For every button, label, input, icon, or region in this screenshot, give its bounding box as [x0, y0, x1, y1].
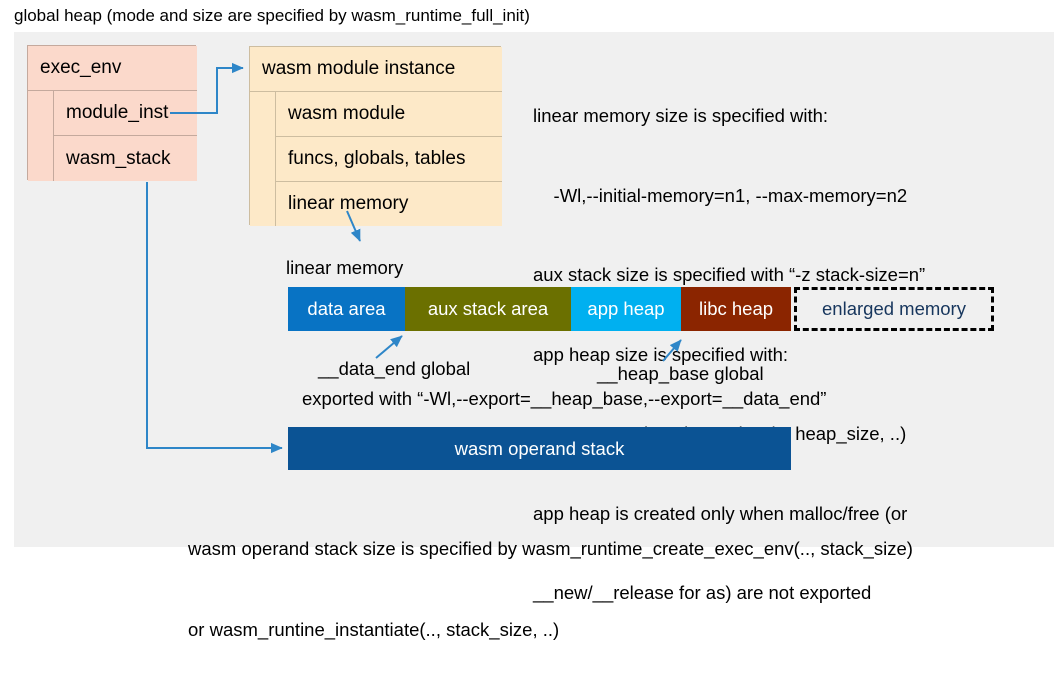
memory-segment-label: data area — [307, 298, 386, 319]
module-instance-row-wasm-module: wasm module — [275, 92, 502, 137]
operand-stack-note-line-2: or wasm_runtine_instantiate(.., stack_si… — [188, 619, 560, 640]
exec-env-title: exec_env — [40, 57, 122, 78]
linear-memory-bar-label: linear memory — [286, 257, 404, 278]
notes-line-1: linear memory size is specified with: — [533, 105, 829, 126]
wasm-stack-label: wasm_stack — [66, 147, 171, 169]
module-instance-row-linear-memory: linear memory — [275, 182, 502, 226]
module-instance-indent-column — [250, 92, 275, 226]
wasm-operand-stack-label: wasm operand stack — [454, 437, 625, 459]
wasm-module-instance-box: wasm module instance wasm module funcs, … — [249, 46, 502, 226]
exec-env-box: exec_env module_inst wasm_stack — [27, 45, 197, 181]
module-instance-row-funcs-globals-tables: funcs, globals, tables — [275, 137, 502, 182]
memory-segment-label: aux stack area — [427, 298, 549, 319]
notes-line-2: -Wl,--initial-memory=n1, --max-memory=n2 — [533, 184, 908, 206]
memory-segment-label: libc heap — [698, 298, 774, 319]
linear-memory-bar: data area aux stack area app heap libc heap… — [288, 287, 994, 331]
operand-stack-note-line-1: wasm operand stack size is specified by … — [188, 538, 913, 559]
exec-env-field-module-inst: module_inst — [53, 91, 197, 136]
funcs-globals-tables-label: funcs, globals, tables — [288, 148, 466, 169]
notes-line-4: app heap size is specified with: — [533, 343, 789, 365]
wasm-operand-stack-bar: wasm operand stack — [288, 427, 791, 470]
heap-base-annotation: __heap_base global — [597, 363, 764, 384]
exec-env-indent-column — [28, 91, 53, 181]
linear-memory-row-label: linear memory — [288, 193, 409, 214]
module-instance-title: wasm module instance — [262, 58, 456, 79]
exec-env-field-wasm-stack: wasm_stack — [53, 136, 197, 181]
memory-segment-enlarged-memory: enlarged memory — [794, 287, 994, 331]
operand-stack-notes: wasm operand stack size is specified by … — [188, 481, 913, 697]
memory-segment-libc-heap: libc heap — [681, 287, 791, 331]
data-end-annotation: __data_end global — [318, 358, 471, 379]
wasm-module-label: wasm module — [288, 103, 406, 124]
notes-line-3: aux stack size is specified with “-z sta… — [533, 264, 926, 285]
memory-segment-label: app heap — [587, 298, 665, 319]
memory-segment-data-area: data area — [288, 287, 405, 331]
global-heap-caption: global heap (mode and size are specified… — [14, 6, 530, 25]
memory-segment-label: enlarged memory — [822, 298, 966, 319]
memory-segment-aux-stack-area: aux stack area — [405, 287, 571, 331]
notes-line-6: app heap is created only when malloc/fre… — [533, 502, 908, 524]
exec-env-title-row: exec_env — [28, 46, 197, 91]
module-inst-label: module_inst — [66, 102, 169, 123]
module-instance-title-row: wasm module instance — [250, 47, 502, 92]
diagram-canvas: global heap (mode and size are specified… — [14, 6, 1054, 640]
memory-segment-app-heap: app heap — [571, 287, 681, 331]
exported-with-annotation: exported with “-Wl,--export=__heap_base,… — [302, 388, 827, 409]
